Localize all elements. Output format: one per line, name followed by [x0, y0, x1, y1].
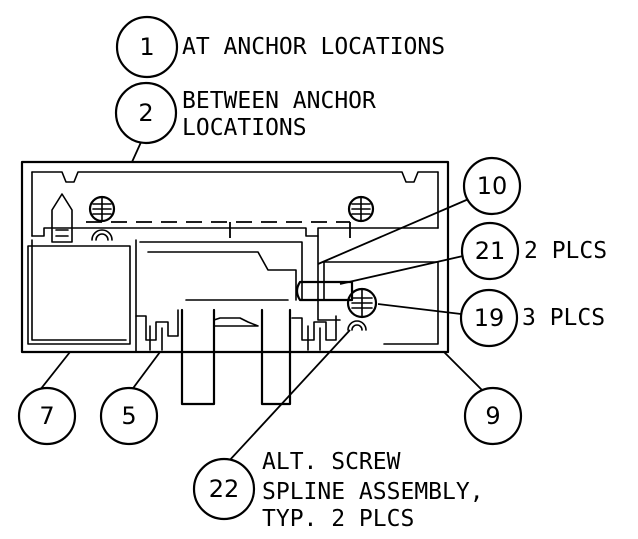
callout-7: 7 [17, 386, 77, 446]
callout-5-number: 5 [121, 402, 136, 430]
callout-19-note: 3 PLCS [522, 305, 605, 331]
callout-22-number: 22 [209, 475, 240, 503]
anchor-pin [51, 193, 73, 243]
callout-1-number: 1 [139, 33, 154, 61]
callout-1-note: AT ANCHOR LOCATIONS [182, 34, 445, 60]
screw-spline [91, 229, 367, 331]
callout-2-number: 2 [138, 99, 153, 127]
callout-22-note-line-2: SPLINE ASSEMBLY, [262, 479, 484, 505]
callout-7-number: 7 [39, 402, 54, 430]
callout-21-note: 2 PLCS [524, 238, 607, 264]
callout-22-note-line-3: TYP. 2 PLCS [262, 506, 414, 532]
center-insert [180, 299, 292, 406]
callout-10: 10 [462, 156, 522, 216]
glazing-clip-right [289, 315, 341, 353]
frame-extrusion [20, 160, 450, 354]
callout-2-note-line-2: LOCATIONS [182, 115, 307, 141]
callout-22-note-line-1: ALT. SCREW [262, 449, 401, 475]
callout-22: 22 ALT. SCREW SPLINE ASSEMBLY, TYP. 2 PL… [192, 449, 484, 532]
leader-lines [35, 139, 487, 463]
callout-19: 19 3 PLCS [459, 288, 605, 348]
screw-right [347, 195, 375, 223]
callout-21-number: 21 [475, 237, 506, 265]
glazing-clip-left [135, 309, 183, 353]
screw-lower [346, 287, 378, 319]
callout-19-number: 19 [474, 304, 505, 332]
callout-2: 2 BETWEEN ANCHOR LOCATIONS [114, 81, 376, 145]
callout-9-number: 9 [485, 402, 500, 430]
screw-left [88, 195, 116, 223]
callout-10-number: 10 [477, 172, 508, 200]
callout-5: 5 [99, 386, 159, 446]
callout-2-note-line-1: BETWEEN ANCHOR [182, 88, 376, 114]
hidden-line-end [229, 222, 351, 244]
callout-9: 9 [463, 386, 523, 446]
callout-21: 21 2 PLCS [460, 221, 607, 281]
callout-1: 1 AT ANCHOR LOCATIONS [115, 15, 445, 79]
pin [295, 280, 354, 302]
